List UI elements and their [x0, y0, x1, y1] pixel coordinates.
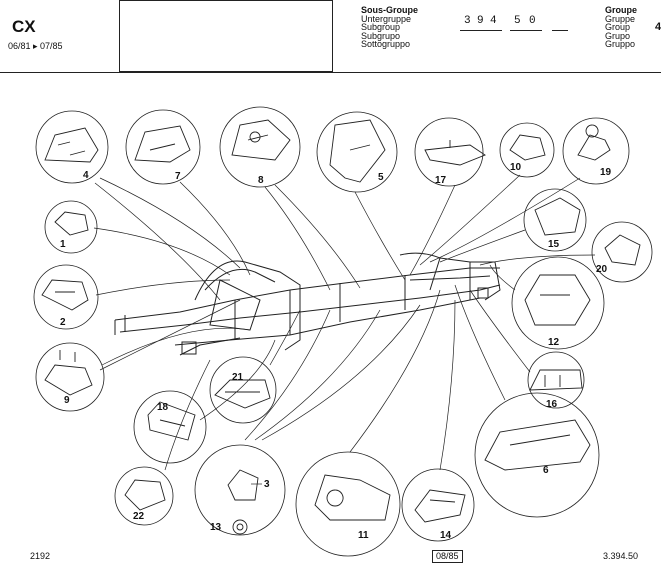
group-label-es: Grupo — [605, 30, 631, 41]
part-circle — [125, 109, 201, 185]
model-title: CX — [12, 17, 36, 36]
code-digit: 5 — [514, 15, 521, 27]
subgroup-label-es: Subgrupo — [361, 30, 401, 41]
footer-date-box: 08/85 — [432, 550, 463, 563]
leader-lines — [93, 174, 596, 471]
part-number: 16 — [546, 399, 558, 410]
code-digit: 9 — [477, 15, 484, 27]
part-number: 6 — [543, 465, 549, 476]
part-number: 20 — [596, 264, 608, 275]
part-circle — [35, 342, 105, 412]
subgroup-labels: Sous-Groupe Untergruppe Subgroup Subgrup… — [361, 6, 418, 49]
part-circle — [209, 356, 277, 424]
part-circle — [316, 111, 398, 193]
header-divider — [0, 72, 661, 73]
part-number: 1 — [60, 239, 66, 250]
footer-doc-number: 3.394.50 — [603, 551, 639, 561]
part-number: 18 — [157, 402, 169, 413]
part-circle — [35, 110, 109, 184]
part-number: 10 — [510, 162, 522, 173]
part-number: 3 — [264, 479, 270, 490]
subgroup-label-it: Sottogruppo — [361, 39, 411, 49]
part-circle — [133, 390, 207, 464]
part-number: 7 — [175, 171, 181, 182]
subgroup-label-en: Subgroup — [361, 22, 401, 32]
subgroup-label-fr: Sous-Groupe — [361, 5, 419, 15]
part-numbers: 4 7 8 5 17 10 19 1 15 20 2 12 9 21 16 18… — [60, 162, 612, 541]
part-number: 11 — [358, 530, 369, 541]
subframe-drawing — [114, 252, 501, 356]
part-circle — [114, 466, 174, 526]
part-circle — [562, 117, 630, 185]
part-number: 17 — [435, 175, 447, 186]
part-number: 22 — [133, 511, 145, 522]
part-circle — [527, 351, 585, 409]
part-circle — [295, 451, 401, 557]
part-circle — [401, 468, 475, 542]
part-sketches — [41, 119, 641, 535]
part-number: 12 — [548, 337, 560, 348]
part-number: 21 — [232, 372, 244, 383]
subgroup-label-de: Untergruppe — [361, 13, 412, 24]
part-number: 14 — [440, 530, 452, 541]
part-circle — [194, 444, 286, 536]
part-number: 2 — [60, 317, 66, 328]
group-labels: Groupe Gruppe Group Grupo Gruppo — [605, 6, 637, 49]
part-circle — [219, 106, 301, 188]
part-callout-circles — [33, 106, 653, 557]
part-circle — [44, 200, 98, 254]
part-number: 19 — [600, 167, 612, 178]
production-period: 06/81 ▸ 07/85 — [8, 41, 63, 51]
part-circle — [499, 122, 555, 178]
part-number: 9 — [64, 395, 70, 406]
part-circle — [523, 188, 587, 252]
part-number: 15 — [548, 239, 560, 250]
part-circle — [591, 221, 653, 283]
group-label-it: Gruppo — [605, 39, 636, 49]
group-label-de: Gruppe — [605, 13, 636, 24]
part-circle — [414, 117, 484, 187]
group-label-en: Group — [605, 22, 631, 32]
code-digit: 0 — [529, 15, 536, 27]
footer-page-ref: 2192 — [30, 551, 51, 561]
part-circle — [511, 256, 605, 350]
code-digit: 3 — [464, 15, 471, 27]
part-number: 5 — [378, 172, 384, 183]
part-number: 4 — [83, 170, 89, 181]
part-circle — [474, 392, 600, 518]
part-circle — [33, 264, 99, 330]
header-blank-box — [119, 0, 333, 72]
code-digit: 4 — [490, 15, 497, 27]
group-label-fr: Groupe — [605, 5, 638, 15]
group-value: 4 — [655, 21, 661, 33]
part-number: 13 — [210, 522, 222, 533]
part-number: 8 — [258, 175, 264, 186]
